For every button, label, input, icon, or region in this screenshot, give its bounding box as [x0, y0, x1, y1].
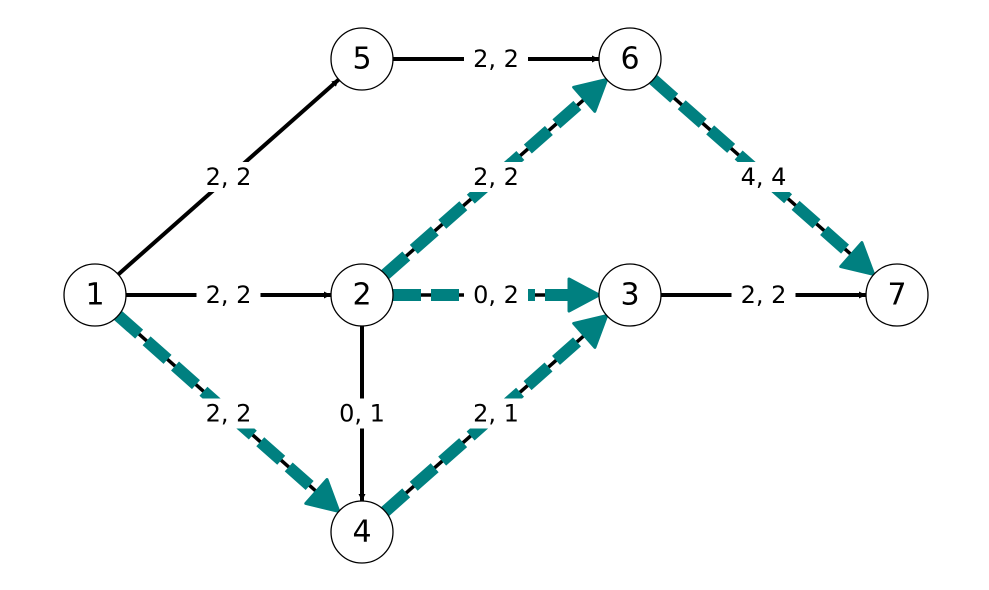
node-circle [330, 27, 394, 91]
node-5: 5 [330, 27, 394, 91]
edge-label-background [464, 280, 528, 310]
highlight-arrowhead [304, 478, 341, 513]
edge-label: 2, 2 [464, 162, 528, 192]
edge-label-background [464, 162, 528, 192]
node-label: 7 [887, 278, 906, 313]
node-2: 2 [330, 263, 394, 327]
edge-label-text: 4, 4 [741, 163, 787, 191]
node-7: 7 [865, 263, 929, 327]
nodes-layer: 1 2 3 4 5 6 7 [63, 27, 929, 564]
edge-label-text: 2, 2 [206, 281, 252, 309]
node-circle [598, 263, 662, 327]
edge-label-background [196, 280, 261, 310]
highlight-arrowhead [839, 241, 876, 276]
edge-label-text: 2, 2 [206, 400, 252, 428]
node-circle [330, 500, 394, 564]
edge-label: 4, 4 [731, 162, 796, 192]
edge-label-background [196, 162, 261, 192]
edge-label-background [196, 398, 261, 429]
edge-label-text: 2, 1 [473, 400, 519, 428]
edge-label: 2, 2 [731, 280, 796, 310]
edge-label-background [464, 398, 528, 429]
node-circle [598, 27, 662, 91]
highlight-arrowhead [572, 77, 609, 113]
node-circle [330, 263, 394, 327]
edge-label: 2, 2 [196, 398, 261, 429]
edge-label-text: 0, 2 [473, 281, 519, 309]
edge-label: 2, 2 [464, 44, 528, 74]
node-label: 5 [352, 42, 371, 77]
node-label: 2 [352, 278, 371, 313]
node-label: 6 [620, 42, 639, 77]
node-circle [63, 263, 127, 327]
node-circle [865, 263, 929, 327]
node-label: 4 [352, 515, 371, 550]
edge-label-background [731, 280, 796, 310]
edge-label-text: 2, 2 [206, 163, 252, 191]
edge-label-text: 2, 2 [741, 281, 787, 309]
edge-label: 2, 2 [196, 280, 261, 310]
node-6: 6 [598, 27, 662, 91]
edge-label: 0, 2 [464, 280, 528, 310]
edge-labels-layer: 2, 2 2, 2 2, 2 2, 2 2, 2 0, 2 0, 1 2, 1 2, 2 4, 4 [196, 44, 796, 429]
node-3: 3 [598, 263, 662, 327]
edge-label: 2, 2 [196, 162, 261, 192]
edge-label-text: 2, 2 [473, 45, 519, 73]
node-1: 1 [63, 263, 127, 327]
edge-label-background [330, 398, 394, 429]
edge-label: 0, 1 [330, 398, 394, 429]
node-label: 1 [85, 278, 104, 313]
edge-label-background [731, 162, 796, 192]
highlight-arrowhead [567, 277, 601, 313]
highlight-arrowhead [572, 314, 609, 349]
edge-label-text: 2, 2 [473, 163, 519, 191]
edge-label: 2, 1 [464, 398, 528, 429]
edge-label-text: 0, 1 [339, 400, 385, 428]
node-4: 4 [330, 500, 394, 564]
edge-label-background [464, 44, 528, 74]
node-label: 3 [620, 278, 639, 313]
